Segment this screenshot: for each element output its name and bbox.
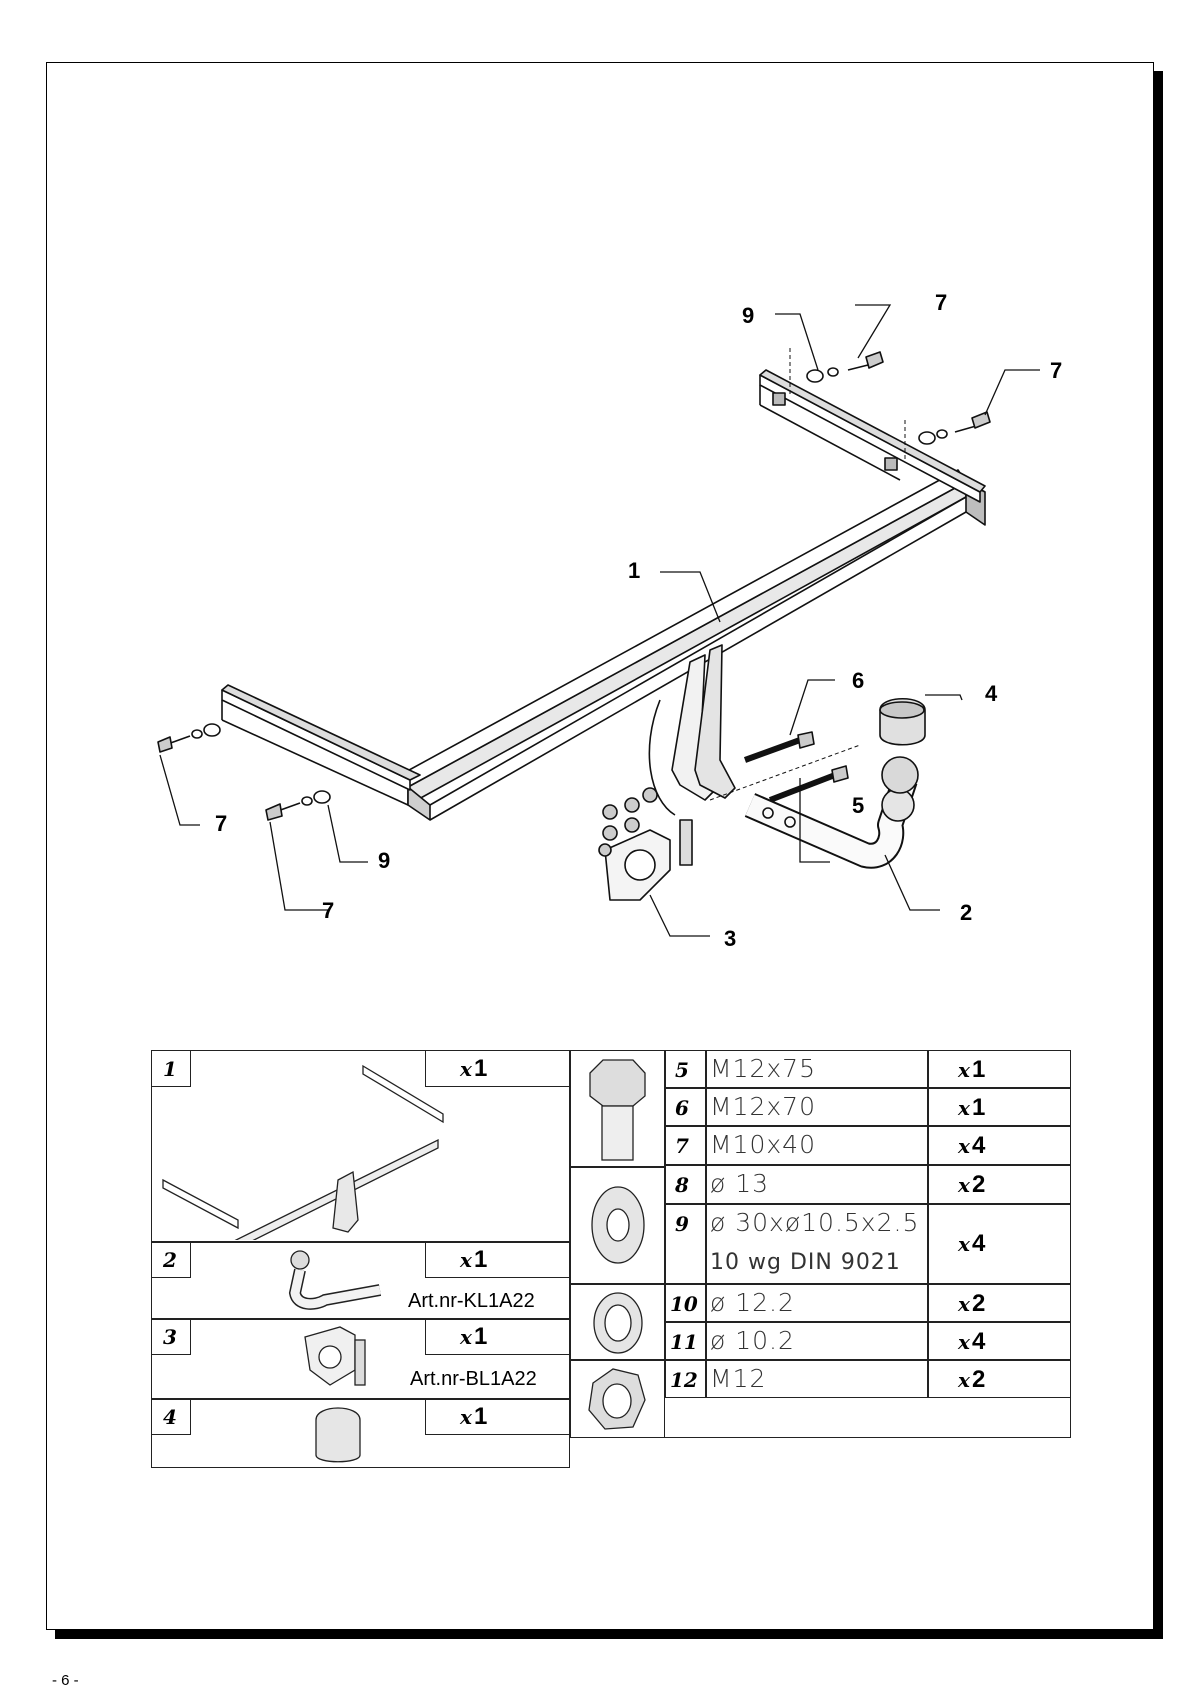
item-spec: ø 13 [710,1169,770,1198]
mounting-bolts [743,731,849,803]
qty-cell [425,1398,570,1435]
callout-7-left: 7 [215,811,228,836]
nut-icon [588,1368,646,1430]
item-quantity: x4 [958,1328,986,1355]
item-spec: M10x40 [710,1130,816,1159]
cap-thumbnail [315,1407,361,1463]
item-quantity: x1 [460,1323,488,1350]
item-number: 9 [675,1212,689,1236]
left-fasteners [157,723,331,821]
item-quantity: x2 [958,1366,986,1393]
socket-plate-part [598,787,693,901]
callout-1: 1 [628,558,641,583]
article-number: Art.nr-KL1A22 [408,1290,535,1312]
fastener-row [665,1088,1071,1126]
item-quantity: x2 [958,1171,986,1198]
item-spec-standard: 10 wg DIN 9021 [710,1250,901,1275]
item-quantity: x4 [958,1132,986,1159]
callout-4: 4 [985,681,998,706]
item-number: 11 [670,1330,698,1354]
item-spec: M12x75 [710,1054,816,1083]
item-quantity: x4 [958,1230,986,1257]
callout-3: 3 [724,926,737,951]
page-number: - 6 - [52,1672,79,1689]
callout-2: 2 [960,900,973,925]
item-number: 12 [670,1368,698,1392]
item-quantity: x1 [958,1094,986,1121]
item-number: 7 [675,1134,689,1158]
towball-part [744,756,919,869]
qty-cell [425,1318,570,1355]
callout-6: 6 [852,668,865,693]
washer-image-cell [570,1167,665,1284]
item-number: 5 [675,1058,689,1082]
fastener-row [665,1050,1071,1088]
item-spec: ø 30xø10.5x2.5 [710,1208,920,1237]
callout-7-right: 7 [1050,358,1063,383]
item-number: 10 [670,1292,698,1316]
fastener-row [665,1360,1071,1398]
socket-plate-thumbnail [304,1326,366,1386]
item-quantity: x1 [460,1055,488,1082]
num-cell [151,1318,191,1355]
springwasher-image-cell [570,1284,665,1360]
callout-9-top: 9 [742,303,755,328]
exploded-assembly-diagram [157,304,1040,937]
qty-cell [425,1050,570,1087]
item-spec: M12 [710,1364,767,1393]
callout-7-top: 7 [935,290,948,315]
item-quantity: x1 [460,1246,488,1273]
towball-thumbnail [288,1250,382,1310]
callout-9-left: 9 [378,848,391,873]
num-cell [151,1398,191,1435]
item-quantity: x1 [460,1403,488,1430]
item-number: 4 [163,1405,177,1429]
spring-washer-icon [593,1292,643,1354]
item-number: 3 [163,1325,177,1349]
num-cell [151,1050,191,1087]
fastener-row [665,1126,1071,1165]
callout-7-bottom: 7 [322,898,335,923]
item-number: 6 [675,1096,689,1120]
num-cell [151,1241,191,1278]
item-number: 8 [675,1173,689,1197]
item-number: 2 [163,1248,177,1272]
article-number: Art.nr-BL1A22 [410,1368,537,1390]
item-number: 1 [163,1057,177,1081]
callout-5: 5 [852,793,865,818]
towball-cap-part [879,698,926,746]
qty-cell [425,1241,570,1278]
item-spec: M12x70 [710,1092,816,1121]
item-spec: ø 10.2 [710,1326,795,1355]
fastener-row [665,1322,1071,1360]
nut-image-cell [570,1360,665,1438]
crossbar-thumbnail [162,1064,444,1240]
item-quantity: x2 [958,1290,986,1317]
crossbar-part [221,369,986,821]
fastener-row [665,1165,1071,1204]
bolt-icon [589,1059,646,1161]
fastener-row [665,1284,1071,1322]
right-fasteners [772,351,991,471]
item-spec: ø 12.2 [710,1288,795,1317]
bolt-image-cell [570,1050,665,1167]
fastener-row [665,1204,1071,1284]
washer-icon [591,1186,645,1264]
item-quantity: x1 [958,1056,986,1083]
